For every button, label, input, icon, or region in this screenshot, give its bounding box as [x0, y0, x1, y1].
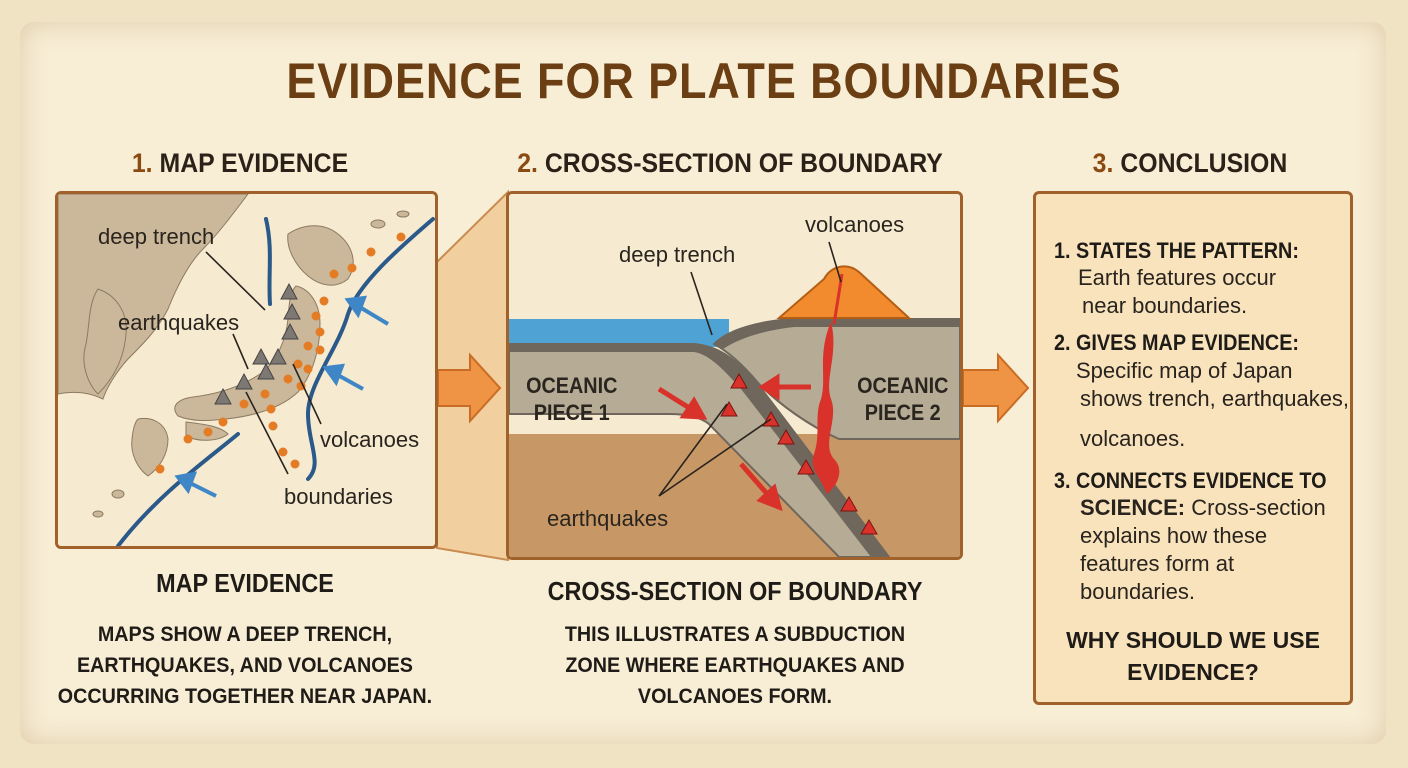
map-label-earthquakes: earthquakes — [118, 310, 240, 335]
conclusion-line: features form at — [1080, 551, 1235, 576]
cross-caption-line: ZONE WHERE EARTHQUAKES AND — [565, 654, 905, 677]
plate-2-crust — [714, 319, 960, 349]
cross-label-volcanoes: volcanoes — [805, 212, 905, 237]
cross-caption-body: THIS ILLUSTRATES A SUBDUCTION ZONE WHERE… — [519, 619, 951, 712]
volcano-cone — [776, 265, 912, 319]
map-label-boundaries: boundaries — [284, 484, 393, 509]
conclusion-line: boundaries. — [1080, 579, 1195, 604]
map-to-cross-arrow — [437, 352, 502, 424]
map-caption-body: MAPS SHOW A DEEP TRENCH, EARTHQUAKES, AN… — [43, 619, 447, 712]
island — [92, 510, 104, 518]
map-caption-line: OCCURRING TOGETHER NEAR JAPAN. — [57, 685, 433, 708]
cross-section-title: CROSS-SECTION OF BOUNDARY — [544, 148, 943, 178]
ocean-water — [509, 319, 729, 347]
island — [370, 219, 386, 229]
plate-2-label-line2: PIECE 2 — [864, 400, 941, 425]
cross-label-earthquakes: earthquakes — [547, 506, 669, 531]
conclusion-line: near boundaries. — [1082, 293, 1248, 318]
map-section-heading: 1. MAP EVIDENCE — [102, 148, 378, 179]
plate-motion-arrows-red — [657, 373, 811, 512]
map-caption-title: MAP EVIDENCE — [156, 568, 334, 598]
cross-section-panel: volcanoes deep trench OCEANIC PIECE 1 OC… — [506, 191, 963, 560]
conclusion-line-text: Cross-section — [1191, 495, 1326, 520]
magma-plume — [812, 322, 840, 494]
map-caption-line: MAPS SHOW A DEEP TRENCH, — [97, 623, 393, 646]
conclusion-item-1-text: Earth features occur near boundaries. — [1078, 264, 1276, 320]
conclusion-number: 3. — [1092, 148, 1114, 178]
cross-label-trench: deep trench — [619, 242, 736, 267]
conclusion-item-3-text: SCIENCE: Cross-section explains how thes… — [1080, 494, 1326, 606]
cross-label-plate-1: OCEANIC PIECE 1 — [526, 372, 617, 426]
page-title: EVIDENCE FOR PLATE BOUNDARIES — [286, 53, 1122, 109]
map-leader-lines — [205, 251, 322, 475]
island — [111, 489, 125, 499]
conclusion-item-2-head: 2. GIVES MAP EVIDENCE: — [1054, 330, 1299, 355]
conclusion-line: explains how these — [1080, 523, 1268, 548]
cross-caption-line: THIS ILLUSTRATES A SUBDUCTION — [564, 623, 906, 646]
volcano-markers — [214, 282, 301, 405]
hokkaido — [287, 225, 354, 286]
cross-label-plate-2: OCEANIC PIECE 2 — [857, 372, 948, 426]
map-label-volcanoes: volcanoes — [320, 427, 420, 452]
conclusion-question: WHY SHOULD WE USE EVIDENCE? — [1036, 624, 1350, 688]
conclusion-line: Earth features occur — [1078, 265, 1277, 290]
korean-peninsula — [83, 288, 127, 395]
map-caption-line: EARTHQUAKES, AND VOLCANOES — [77, 654, 413, 677]
conclusion-panel: 1. STATES THE PATTERN: Earth features oc… — [1033, 191, 1353, 705]
west-trench-line — [264, 217, 272, 306]
cross-leader-lines — [658, 241, 842, 497]
cross-caption-title: CROSS-SECTION OF BOUNDARY — [547, 576, 923, 606]
map-section-number: 1. — [131, 148, 153, 178]
conclusion-line: Specific map of Japan — [1076, 358, 1293, 383]
conclusion-heading: 3. CONCLUSION — [1070, 148, 1309, 179]
japan-map — [58, 194, 435, 546]
question-line: WHY SHOULD WE USE — [1066, 627, 1320, 653]
plate-1-label-line1: OCEANIC — [526, 373, 618, 398]
conclusion-item-1-head: 1. STATES THE PATTERN: — [1054, 238, 1299, 263]
map-panel: deep trench earthquakes volcanoes bounda… — [55, 191, 438, 549]
cross-caption-line: VOLCANOES FORM. — [637, 685, 833, 708]
earthquake-dots — [155, 232, 406, 474]
question-line: EVIDENCE? — [1127, 659, 1259, 685]
conclusion-item-3-head: 3. CONNECTS EVIDENCE TO — [1054, 468, 1327, 493]
map-label-trench: deep trench — [98, 224, 215, 249]
island — [396, 210, 410, 218]
cross-to-conclusion-arrow — [962, 352, 1030, 424]
conclusion-item-2-text: Specific map of Japan shows trench, eart… — [1076, 357, 1349, 453]
cross-section-diagram — [509, 194, 960, 557]
mantle-layer — [509, 434, 960, 557]
plate-motion-arrows — [174, 295, 390, 498]
conclusion-line: SCIENCE: Cross-section — [1080, 494, 1326, 522]
conclusion-item-3-head-cont: SCIENCE: — [1080, 495, 1186, 520]
plate-2-label-line1: OCEANIC — [857, 373, 949, 398]
plate-1-label-line2: PIECE 1 — [533, 400, 610, 425]
magma-conduit — [832, 273, 844, 325]
map-section-title: MAP EVIDENCE — [159, 148, 349, 178]
kyushu — [131, 417, 169, 477]
cross-section-number: 2. — [517, 148, 538, 178]
east-boundary-line — [305, 217, 435, 481]
conclusion-title: CONCLUSION — [1120, 148, 1288, 178]
conclusion-line: volcanoes. — [1080, 426, 1186, 451]
conclusion-line: shows trench, earthquakes, — [1080, 386, 1350, 411]
cross-section-heading: 2. CROSS-SECTION OF BOUNDARY — [509, 148, 951, 179]
